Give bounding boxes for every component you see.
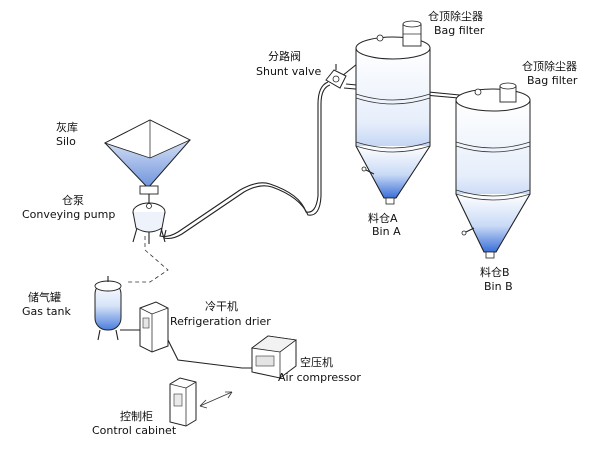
air-compressor — [250, 335, 298, 379]
drier-label-zh: 冷干机 — [205, 299, 238, 313]
shunt-valve — [325, 64, 347, 89]
filter-a-label-zh: 仓顶除尘器 — [428, 9, 483, 23]
silo-label-zh: 灰库 — [56, 120, 78, 134]
compressor-label-zh: 空压机 — [300, 355, 333, 369]
filter-b-label-en: Bag filter — [527, 74, 578, 87]
silo-label-en: Silo — [56, 135, 76, 148]
cabinet-label-zh: 控制柜 — [120, 409, 153, 423]
compressor-label-en: Air compressor — [278, 371, 361, 384]
bin-b-label-en: Bin B — [484, 280, 513, 293]
refrigeration-drier — [139, 301, 169, 353]
gas-tank-label-zh: 储气罐 — [28, 290, 61, 304]
bin-b — [455, 82, 531, 259]
conveying-pump — [132, 202, 166, 244]
silo — [103, 119, 191, 204]
bin-a — [355, 20, 431, 205]
gas-tank-label-en: Gas tank — [22, 305, 72, 318]
drier-label-en: Refrigeration drier — [170, 315, 271, 328]
valve-label-en: Shunt valve — [256, 65, 322, 78]
bin-a-label-en: Bin A — [372, 225, 401, 238]
filter-a-label-en: Bag filter — [434, 24, 485, 37]
pump-label-en: Conveying pump — [22, 208, 115, 221]
bin-a-label-zh: 料仓A — [368, 211, 398, 225]
pump-label-zh: 仓泵 — [62, 193, 84, 207]
cabinet-label-en: Control cabinet — [92, 424, 177, 437]
filter-b-label-zh: 仓顶除尘器 — [522, 59, 577, 73]
valve-label-zh: 分路阀 — [268, 49, 301, 63]
gas-tank — [94, 276, 122, 341]
bin-b-label-zh: 料仓B — [480, 265, 510, 279]
control-cabinet — [169, 377, 197, 427]
